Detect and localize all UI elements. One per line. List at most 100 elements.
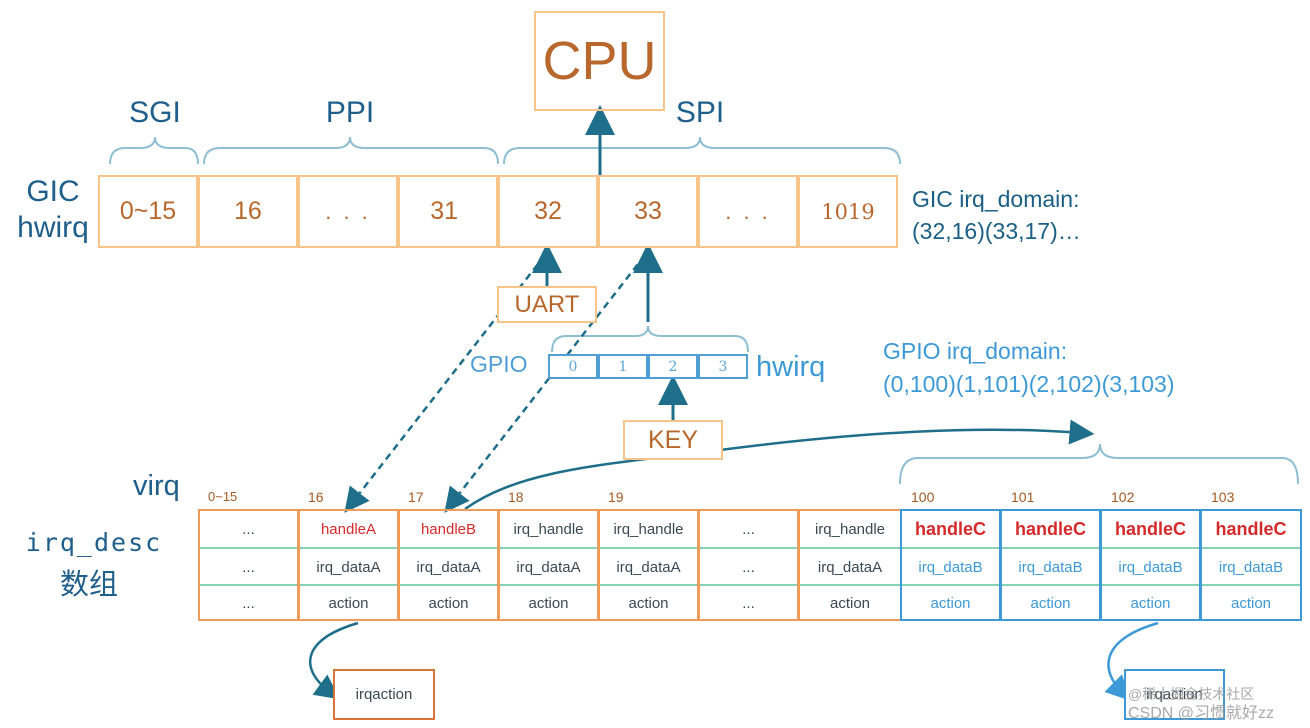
watermark: @稀土掘金技术社区 CSDN @习惯就好zz <box>1128 684 1274 724</box>
irq-desc-label-line2: 数组 <box>59 569 118 601</box>
desc-action: action <box>528 594 569 612</box>
uart-label: UART <box>514 290 580 318</box>
irq-desc-label-line1: irq_desc <box>25 528 163 557</box>
desc-data: irq_dataA <box>616 558 681 576</box>
desc-handle: irq_handle <box>613 520 684 538</box>
desc-data: irq_dataA <box>516 558 581 576</box>
desc-action: ... <box>742 594 755 612</box>
desc-action: action <box>829 594 871 612</box>
irqaction-left-label: irqaction <box>355 686 413 703</box>
gic-domain-line1: GIC irq_domain: <box>912 186 1080 212</box>
desc-data: irq_dataB <box>1218 558 1284 576</box>
irq-desc-column: irq_handle irq_dataA action <box>798 509 902 621</box>
action-to-irqaction-left-arrow <box>308 621 359 700</box>
gic-cell: . . . <box>298 175 398 248</box>
key-box: KEY <box>623 420 723 460</box>
desc-handle: irq_handle <box>513 520 584 538</box>
spi-label: SPI <box>675 96 725 129</box>
desc-handle: handleC <box>1215 518 1287 539</box>
gpio-domain-text: GPIO irq_domain: (0,100)(1,101)(2,102)(3… <box>883 335 1175 401</box>
gpio-label: GPIO <box>470 351 528 377</box>
handleb-to-gpio-domain-arrow <box>464 419 1095 511</box>
desc-handle: ... <box>242 520 255 538</box>
desc-action: action <box>1130 594 1171 612</box>
gic-cell: 1019 <box>798 175 898 248</box>
desc-col-index: 19 <box>608 489 624 505</box>
irqaction-right-label: irqaction <box>1146 686 1203 703</box>
gpio-cell: 1 <box>598 354 648 379</box>
irq-desc-column: handleC irq_dataB action <box>900 509 1001 621</box>
desc-handle: handleC <box>1114 518 1186 539</box>
cpu-box: CPU <box>534 11 665 111</box>
watermark-line2: CSDN @习惯就好zz <box>1128 705 1275 722</box>
gic-label-line2: hwirq <box>17 211 89 244</box>
key-label: KEY <box>647 425 699 454</box>
desc-action: ... <box>242 594 255 612</box>
desc-data: irq_dataB <box>1018 558 1083 576</box>
desc-col-index: 16 <box>308 489 324 505</box>
desc-data: irq_dataA <box>817 558 883 576</box>
irq-desc-column: handleC irq_dataB action <box>1200 509 1302 621</box>
irq-desc-column: handleA irq_dataA action <box>298 509 399 621</box>
map-33-to-17-arrow <box>444 254 646 513</box>
irq-desc-column: irq_handle irq_dataA action <box>498 509 599 621</box>
desc-col-index: 17 <box>408 489 424 505</box>
desc-data: irq_dataB <box>918 558 983 576</box>
desc-handle: irq_handle <box>814 520 886 538</box>
gic-cell: 32 <box>498 175 598 248</box>
gpio-virq-brace <box>899 443 1299 485</box>
desc-col-index: 103 <box>1211 489 1235 505</box>
irqaction-right-box: irqaction <box>1124 669 1225 720</box>
desc-handle: handleC <box>1014 518 1086 539</box>
gic-label: GIC hwirq <box>8 174 98 246</box>
desc-data: ... <box>742 558 755 576</box>
desc-col-index: 18 <box>508 489 524 505</box>
irq-desc-label: irq_desc 数组 <box>14 528 174 603</box>
desc-action: action <box>1230 594 1272 612</box>
desc-data: irq_dataB <box>1118 558 1183 576</box>
desc-data: irq_dataA <box>316 558 381 576</box>
ppi-brace <box>203 136 499 165</box>
gic-domain-line2: (32,16)(33,17)… <box>912 218 1081 244</box>
irq-desc-column: irq_handle irq_dataA action <box>598 509 699 621</box>
gic-cell: . . . <box>698 175 798 248</box>
gpio-domain-line1: GPIO irq_domain: <box>883 338 1068 364</box>
desc-data: ... <box>242 558 255 576</box>
irq-desc-column: ... ... ... <box>698 509 799 621</box>
gpio-cell: 2 <box>648 354 698 379</box>
sgi-label: SGI <box>129 96 181 129</box>
irq-desc-column: handleB irq_dataA action <box>398 509 499 621</box>
desc-action: action <box>428 594 469 612</box>
desc-action: action <box>930 594 971 612</box>
gpio-brace <box>551 325 749 353</box>
uart-box: UART <box>497 286 597 323</box>
gpio-domain-line2: (0,100)(1,101)(2,102)(3,103) <box>883 371 1175 397</box>
watermark-line1: @稀土掘金技术社区 <box>1128 686 1255 702</box>
desc-handle: handleC <box>914 518 986 539</box>
gpio-hwirq-label: hwirq <box>756 351 826 383</box>
gpio-cell: 3 <box>698 354 748 379</box>
desc-col-index: 101 <box>1011 489 1035 505</box>
desc-action: action <box>328 594 369 612</box>
gpio-cell: 0 <box>548 354 598 379</box>
cpu-label: CPU <box>542 31 657 91</box>
gic-label-line1: GIC <box>26 175 80 208</box>
spi-brace <box>503 136 901 165</box>
desc-col-index: 0~15 <box>208 489 238 504</box>
gic-cell: 33 <box>598 175 698 248</box>
action-to-irqaction-right-arrow <box>1104 621 1159 701</box>
irq-desc-column: handleC irq_dataB action <box>1100 509 1201 621</box>
desc-handle: handleA <box>320 520 377 538</box>
desc-action: action <box>1030 594 1071 612</box>
gic-domain-text: GIC irq_domain: (32,16)(33,17)… <box>912 183 1081 247</box>
sgi-brace <box>109 136 199 165</box>
desc-data: irq_dataA <box>416 558 481 576</box>
irq-desc-column: handleC irq_dataB action <box>1000 509 1101 621</box>
desc-action: action <box>628 594 669 612</box>
desc-col-index: 102 <box>1111 489 1135 505</box>
gic-cell: 0~15 <box>98 175 198 248</box>
irqaction-left-box: irqaction <box>333 669 435 720</box>
desc-handle: handleB <box>420 520 477 538</box>
desc-handle: ... <box>742 520 755 538</box>
desc-col-index: 100 <box>911 489 935 505</box>
